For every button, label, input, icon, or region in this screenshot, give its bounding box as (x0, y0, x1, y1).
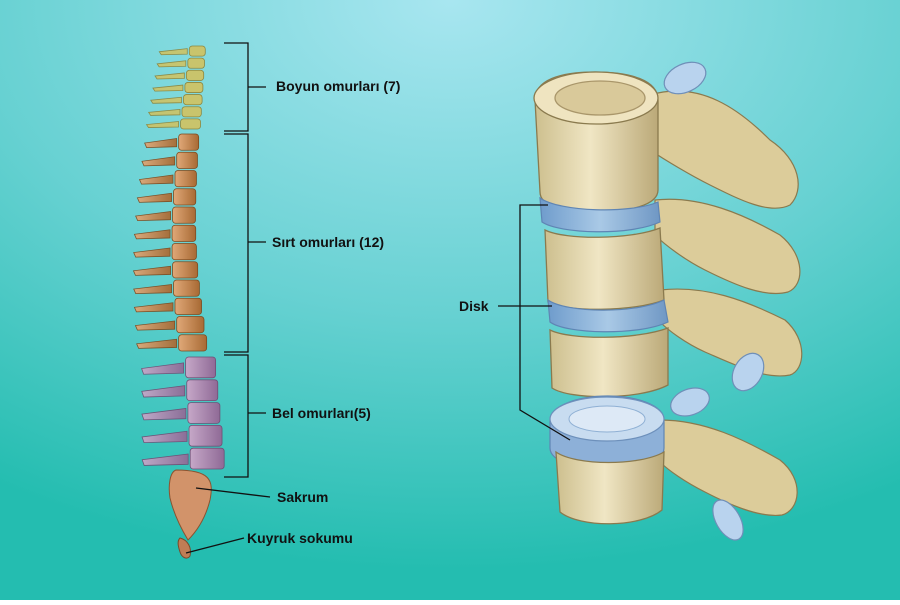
cervical-vertebra-2 (187, 57, 205, 69)
thoracic-vertebra-2 (176, 151, 198, 169)
lumbar-vertebra-4 (188, 424, 223, 447)
lumbar-vertebra-2 (186, 379, 219, 401)
thoracic-label: Sırt omurları (12) (272, 234, 385, 250)
cervical-label: Boyun omurları (7) (276, 78, 401, 94)
cervical-process-4 (152, 84, 184, 92)
facet-joint-1 (663, 61, 707, 95)
cervical-vertebra-7 (180, 118, 201, 130)
vertebra-1-spinous-process (649, 90, 799, 209)
thoracic-vertebra-3 (174, 170, 197, 188)
thoracic-process-5 (135, 211, 171, 222)
lumbar-bracket (224, 354, 249, 478)
thoracic-vertebra-7 (171, 243, 197, 261)
cervical-process-3 (154, 72, 185, 80)
thoracic-vertebra-11 (176, 316, 205, 334)
disk-3-nucleus (568, 405, 646, 433)
thoracic-vertebra-4 (173, 188, 197, 206)
thoracic-process-9 (133, 284, 172, 295)
coccyx-leader (185, 537, 245, 554)
sacrum-shape (168, 469, 212, 541)
cervical-process-5 (150, 96, 182, 104)
sacrum-label: Sakrum (277, 489, 329, 505)
cervical-vertebra-6 (181, 106, 202, 118)
thoracic-vertebra-1 (178, 133, 200, 151)
thoracic-vertebra-6 (171, 224, 197, 242)
coccyx-label: Kuyruk sokumu (247, 530, 353, 546)
spinal-column (132, 45, 225, 559)
disk-label: Disk (459, 298, 489, 314)
vertebral-body-3 (549, 327, 669, 398)
lumbar-process-1 (141, 362, 185, 375)
lumbar-vertebra-1 (185, 356, 217, 379)
lumbar-process-4 (141, 430, 188, 444)
thoracic-process-6 (133, 229, 171, 240)
disk-bracket (519, 204, 571, 441)
thoracic-process-11 (134, 320, 176, 331)
disk-leaders (498, 204, 571, 441)
lumbar-label: Bel omurları(5) (272, 405, 371, 421)
thoracic-process-10 (133, 302, 174, 313)
thoracic-process-2 (141, 156, 176, 167)
cervical-process-1 (158, 48, 188, 56)
cervical-process-7 (145, 121, 179, 128)
thoracic-process-7 (133, 247, 171, 258)
lumbar-process-3 (141, 407, 187, 421)
cervical-process-2 (156, 60, 187, 68)
sacrum-leader (195, 487, 271, 498)
thoracic-process-1 (144, 138, 178, 149)
thoracic-process-12 (136, 338, 178, 349)
cervical-vertebra-1 (188, 45, 206, 57)
lumbar-vertebra-3 (187, 402, 221, 424)
brackets (185, 42, 271, 554)
thoracic-vertebra-10 (174, 297, 202, 315)
thoracic-vertebra-12 (178, 334, 208, 352)
thoracic-vertebra-9 (173, 279, 200, 297)
thoracic-vertebra-8 (172, 261, 199, 279)
thoracic-process-8 (132, 265, 171, 276)
lumbar-process-2 (141, 385, 186, 398)
cervical-vertebra-5 (183, 94, 203, 106)
thoracic-bracket (224, 133, 249, 353)
thoracic-vertebra-5 (172, 206, 196, 224)
vertebrae-closeup (533, 61, 803, 541)
disk-1 (539, 196, 661, 233)
lumbar-vertebra-5 (189, 447, 225, 470)
facet-joint-3 (670, 387, 710, 417)
cervical-vertebra-4 (184, 82, 204, 93)
vertebral-body-4 (555, 450, 665, 525)
thoracic-process-4 (136, 192, 172, 203)
vertebral-body-2 (544, 227, 665, 310)
vertebral-body-1-endplate (554, 80, 646, 116)
vertebra-4-spinous-process (659, 419, 798, 517)
vertebra-2-spinous-process (654, 198, 801, 295)
facet-joint-4 (712, 499, 744, 541)
cervical-vertebra-3 (185, 69, 205, 81)
thoracic-process-3 (138, 174, 174, 185)
disk-2 (547, 298, 669, 333)
facet-joint-2 (731, 352, 765, 392)
cervical-process-6 (147, 108, 181, 116)
lumbar-process-5 (141, 453, 189, 466)
vertebra-3-spinous-process (659, 288, 803, 377)
